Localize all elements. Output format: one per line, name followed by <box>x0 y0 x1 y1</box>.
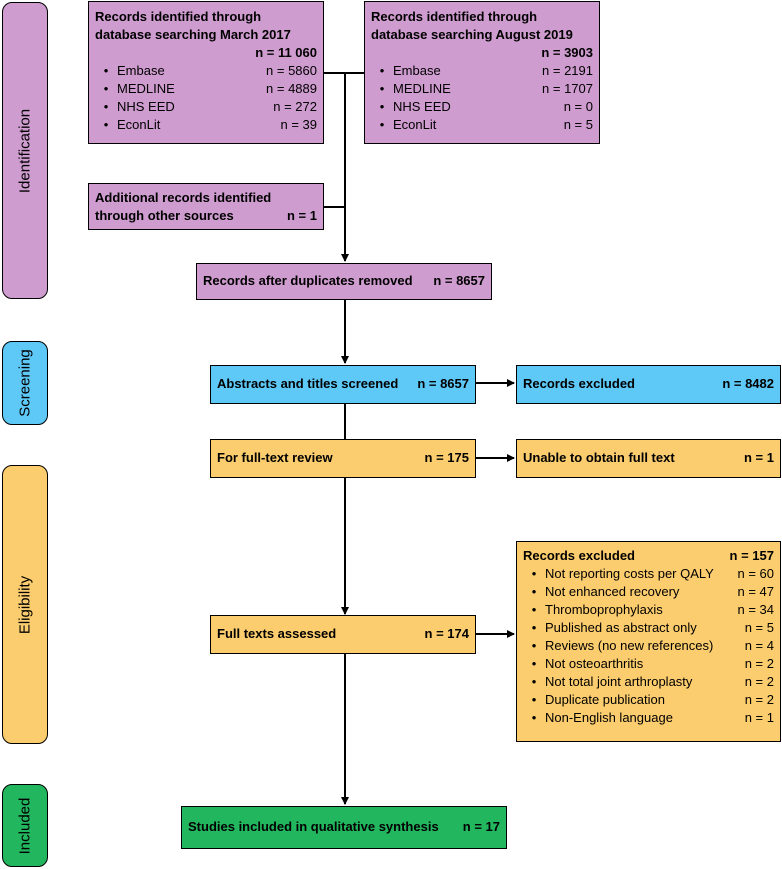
db-march-total: n = 11 060 <box>255 45 317 60</box>
duplicates-count: n = 8657 <box>433 273 485 288</box>
db-august-total: n = 3903 <box>541 45 593 60</box>
screened-count: n = 8657 <box>417 376 469 391</box>
fulltext-review-count: n = 175 <box>424 450 469 465</box>
stage-eligibility-label: Eligibility <box>16 575 34 634</box>
assessed-count: n = 174 <box>424 626 469 641</box>
box-additional-records: Additional records identified through ot… <box>88 183 324 230</box>
box-records-excluded-fulltext: Records excluded n = 157 •Not reporting … <box>516 541 781 742</box>
stage-identification: Identification <box>2 2 48 299</box>
included-label: Studies included in qualitative synthesi… <box>188 819 439 834</box>
excluded-screen-label: Records excluded <box>523 376 635 391</box>
additional-count: n = 1 <box>287 208 317 223</box>
db-august-title-line1: Records identified through <box>371 9 538 24</box>
box-studies-included: Studies included in qualitative synthesi… <box>181 806 507 849</box>
box-database-march-2017: Records identified through database sear… <box>88 1 324 144</box>
excluded-full-total: n = 157 <box>729 548 774 563</box>
duplicates-label: Records after duplicates removed <box>203 273 413 288</box>
additional-line1: Additional records identified <box>95 190 272 205</box>
box-fulltext-review: For full-text review n = 175 <box>210 439 476 478</box>
db-august-title-line2: database searching August 2019 <box>371 27 573 42</box>
list-item: •Reviews (no new references)n = 4 <box>531 638 774 653</box>
unable-count: n = 1 <box>744 450 774 465</box>
excluded-full-title: Records excluded <box>523 548 635 563</box>
excluded-screen-count: n = 8482 <box>722 376 774 391</box>
assessed-label: Full texts assessed <box>217 626 337 641</box>
fulltext-review-label: For full-text review <box>217 450 333 465</box>
box-records-excluded-screening: Records excluded n = 8482 <box>516 365 781 404</box>
box-unable-full-text: Unable to obtain full text n = 1 <box>516 439 781 478</box>
stage-screening-label: Screening <box>16 349 34 417</box>
box-duplicates-removed: Records after duplicates removed n = 865… <box>196 263 492 300</box>
stage-eligibility: Eligibility <box>2 465 48 744</box>
included-count: n = 17 <box>462 819 500 834</box>
stage-identification-label: Identification <box>16 108 34 193</box>
additional-line2: through other sources <box>95 208 234 223</box>
db-march-title-line1: Records identified through <box>95 9 262 24</box>
box-database-august-2019: Records identified through database sear… <box>364 1 600 144</box>
unable-label: Unable to obtain full text <box>523 450 675 465</box>
screened-label: Abstracts and titles screened <box>217 376 399 391</box>
stage-screening: Screening <box>2 341 48 425</box>
stage-included-label: Included <box>16 797 34 854</box>
box-fulltexts-assessed: Full texts assessed n = 174 <box>210 615 476 654</box>
stage-included: Included <box>2 784 48 867</box>
db-march-title-line2: database searching March 2017 <box>95 27 291 42</box>
box-screened: Abstracts and titles screened n = 8657 <box>210 365 476 404</box>
